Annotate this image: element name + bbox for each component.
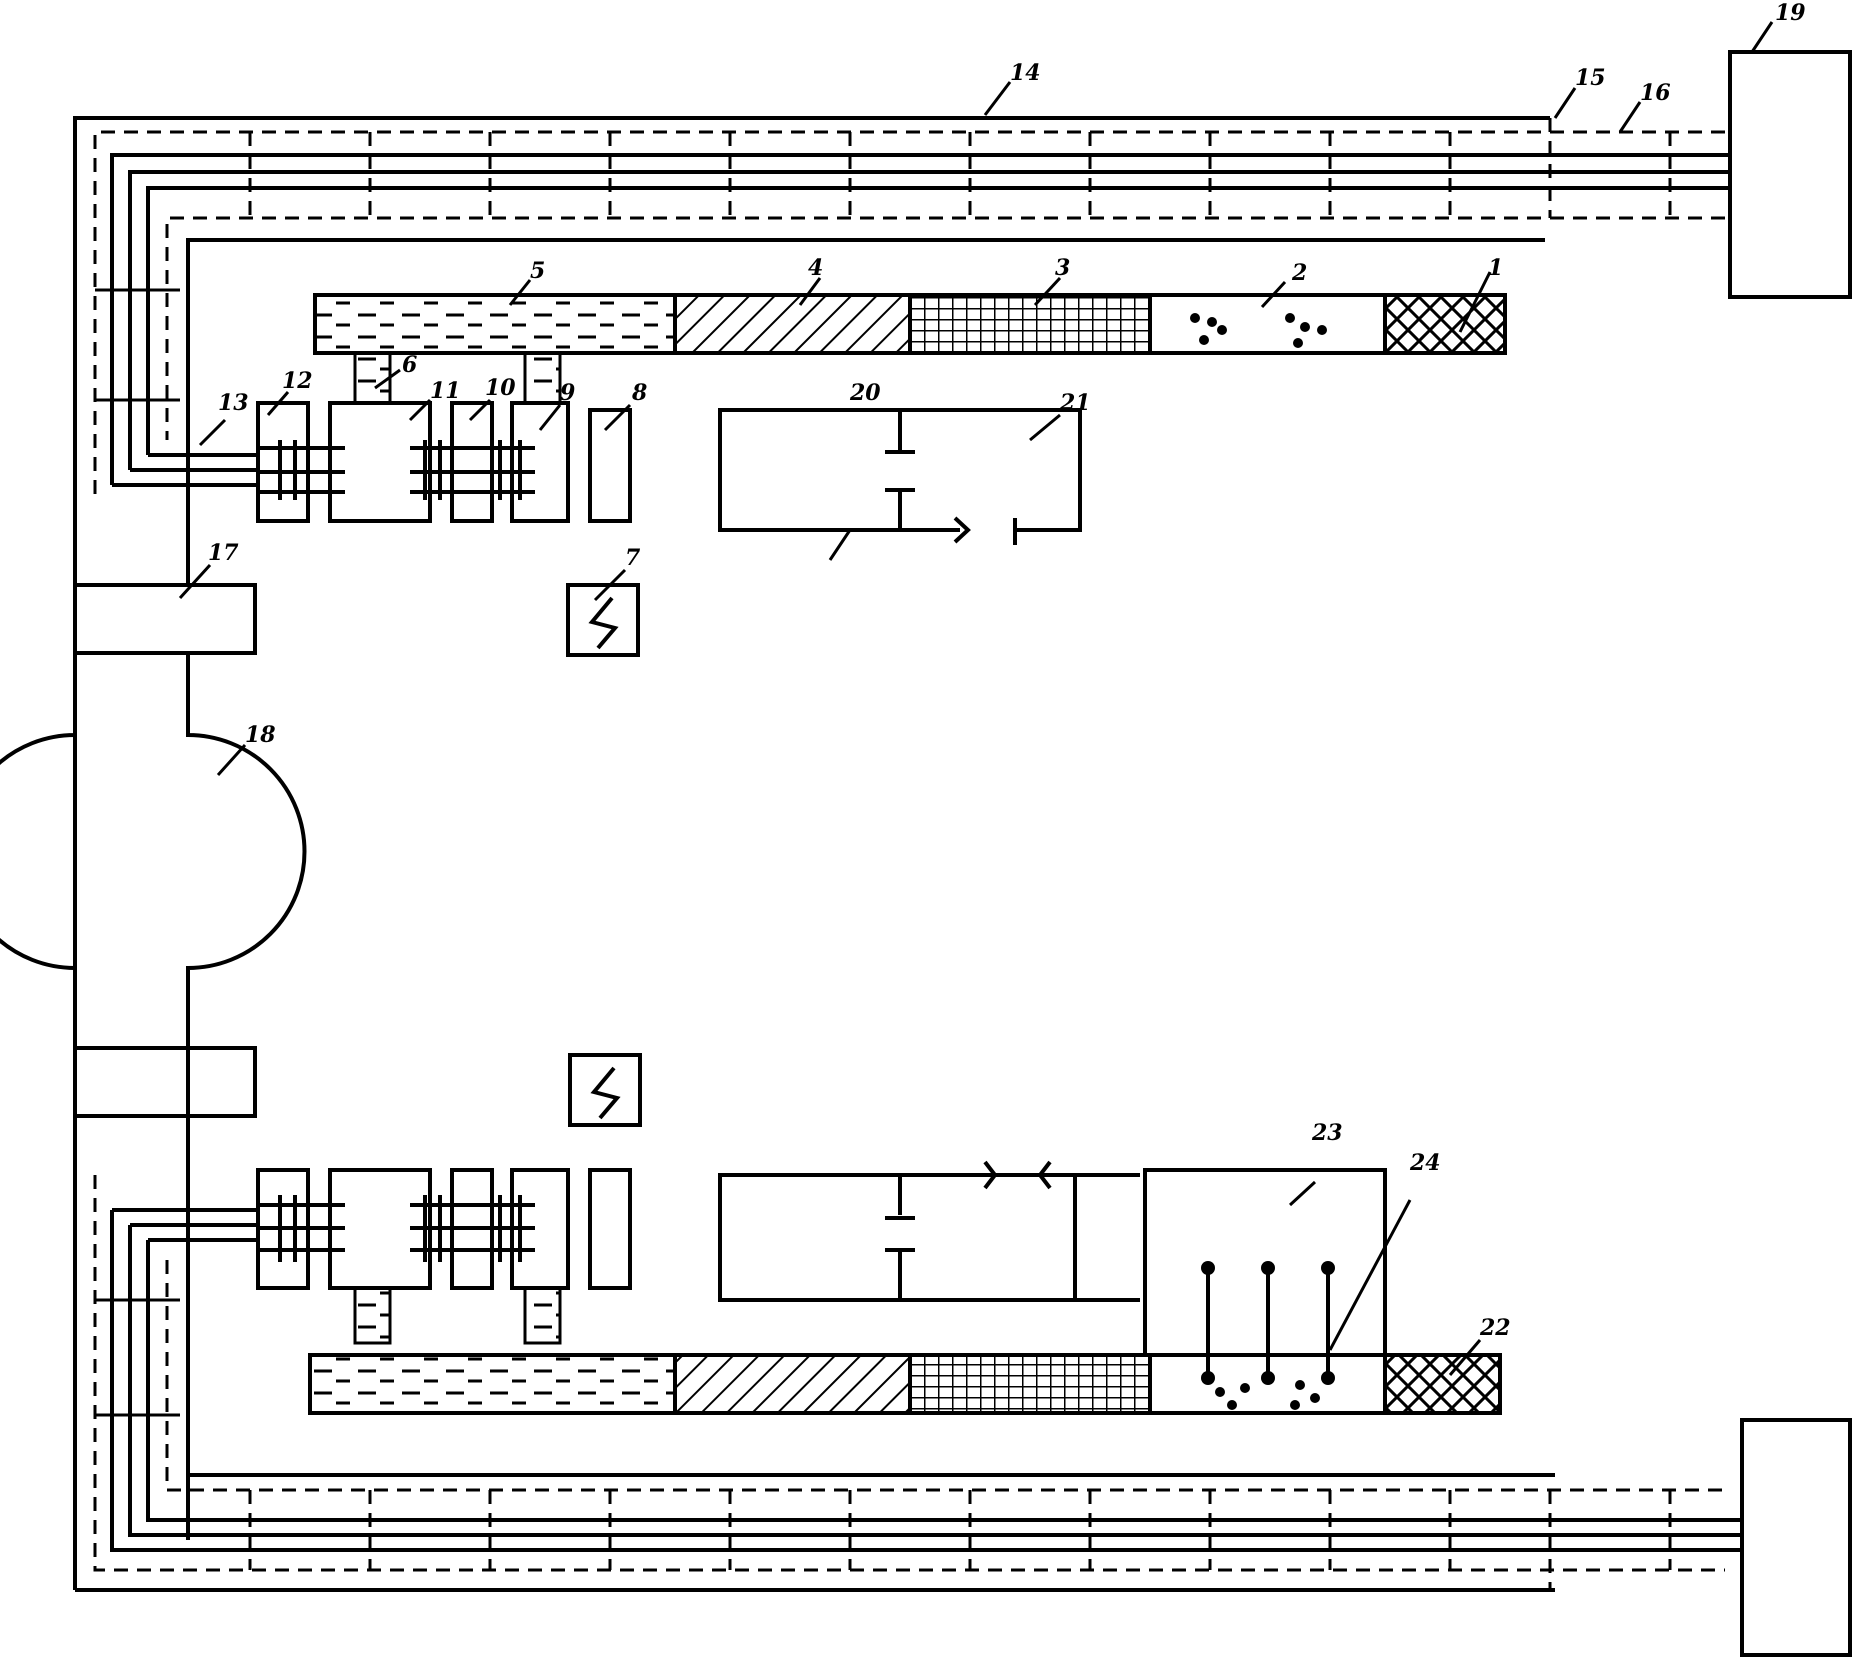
label-13: 13 <box>218 390 249 416</box>
label-7: 7 <box>625 545 641 571</box>
label-17: 17 <box>208 540 239 566</box>
label-8: 8 <box>631 380 647 406</box>
ground-box-upper <box>1728 50 1852 299</box>
label-21: 21 <box>1059 390 1091 416</box>
rods-24 <box>1201 1261 1335 1385</box>
upper-connector-stubs <box>353 351 562 405</box>
lower-module-row <box>256 1168 632 1290</box>
label-9: 9 <box>560 380 575 406</box>
label-16: 16 <box>1640 80 1671 106</box>
labels: 1 2 3 4 5 6 7 8 9 10 11 12 13 14 15 16 1… <box>208 0 1806 1341</box>
label-3: 3 <box>1055 255 1070 281</box>
label-10: 10 <box>485 375 516 401</box>
label-23: 23 <box>1311 1120 1343 1146</box>
label-18: 18 <box>245 722 276 748</box>
lower-capacitor-loop <box>718 1160 1140 1302</box>
label-19: 19 <box>1775 0 1806 26</box>
lower-connector-stubs <box>353 1286 562 1345</box>
upper-electrode-bar <box>313 293 1507 355</box>
label-12: 12 <box>282 368 313 394</box>
upper-module-row <box>256 401 632 523</box>
lightning-bolt-icon <box>566 583 640 657</box>
label-5: 5 <box>530 258 545 284</box>
side-clamp-lower <box>73 1046 257 1118</box>
label-1: 1 <box>1488 255 1503 281</box>
side-clamp-upper <box>73 583 257 655</box>
label-2: 2 <box>1291 260 1307 286</box>
label-22: 22 <box>1479 1315 1511 1341</box>
label-14: 14 <box>1010 60 1041 86</box>
label-15: 15 <box>1575 65 1606 91</box>
lower-electrode-bar <box>308 1353 1502 1415</box>
label-24: 24 <box>1409 1150 1441 1176</box>
ground-box-lower <box>1740 1418 1852 1657</box>
lower-conductor-bundle <box>75 1175 1765 1592</box>
label-6: 6 <box>402 352 417 378</box>
cylinder-18 <box>0 700 307 1540</box>
leader-lines <box>178 21 1774 1376</box>
upper-capacitor-loop <box>718 408 1082 545</box>
lightning-bolt-icon <box>568 1053 642 1127</box>
label-11: 11 <box>430 378 461 404</box>
label-4: 4 <box>808 255 823 281</box>
label-20: 20 <box>849 380 881 406</box>
